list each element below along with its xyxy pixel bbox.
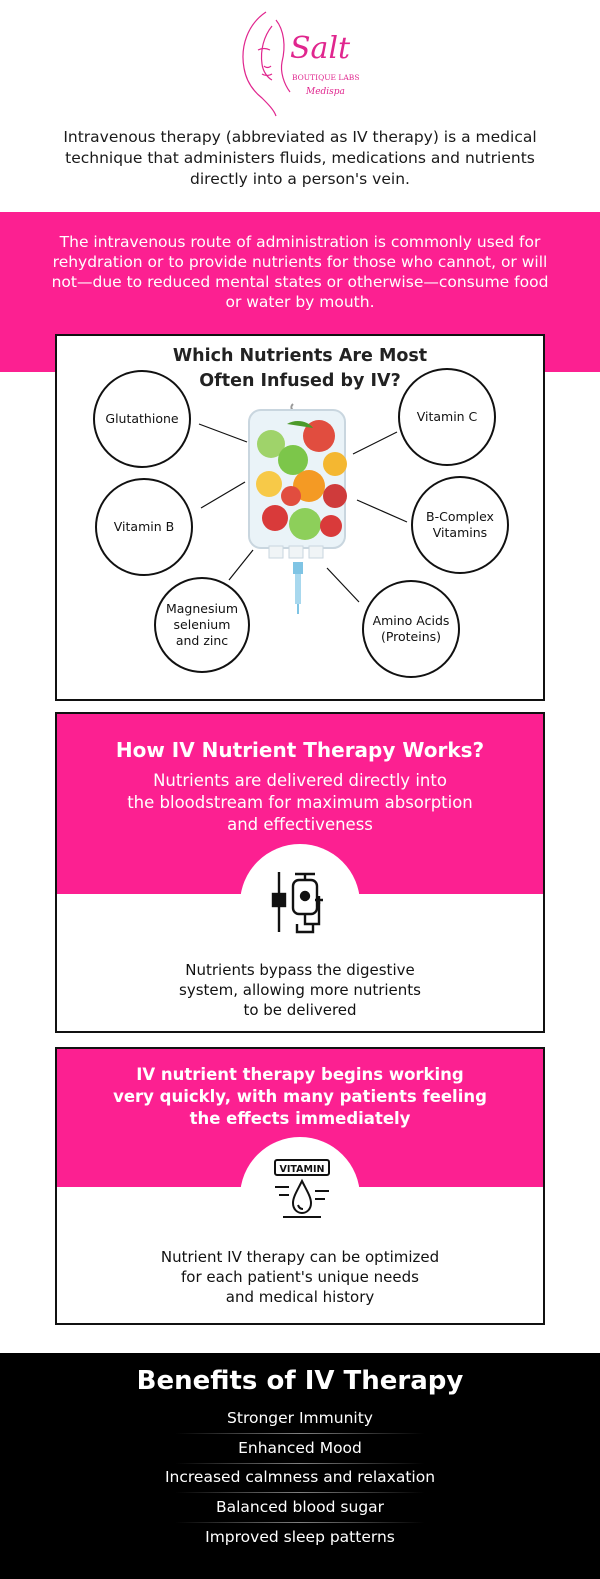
vitamin-drop-icon: VITAMIN (274, 1159, 330, 1218)
nutrients-panel: Which Nutrients Are Most Often Infused b… (55, 334, 545, 701)
nutrient-circle-vitamin-c: Vitamin C (398, 368, 496, 466)
how-it-works-panel: How IV Nutrient Therapy Works? Nutrients… (55, 712, 545, 1033)
how-body: Nutrients bypass the digestive system, a… (179, 961, 421, 1019)
nutrient-circle-vitamin-b: Vitamin B (95, 478, 193, 576)
benefit-item: Stronger Immunity (227, 1409, 373, 1427)
brand-logo: Salt BOUTIQUE LABS Medispa (242, 11, 359, 117)
iv-bag-illustration (198, 403, 408, 614)
nutrient-circle-amino-acids: Amino Acids(Proteins) (362, 580, 460, 678)
benefit-item: Improved sleep patterns (205, 1528, 395, 1546)
brand-name: Salt (290, 31, 351, 66)
nutrients-title: Which Nutrients Are Most Often Infused b… (172, 346, 428, 391)
band-text: The intravenous route of administration … (51, 233, 549, 311)
vitamin-icon-label: VITAMIN (280, 1164, 325, 1175)
intro-text: Intravenous therapy (abbreviated as IV t… (63, 128, 537, 188)
quick-results-panel: IV nutrient therapy begins working very … (55, 1047, 545, 1325)
how-title: How IV Nutrient Therapy Works? (115, 738, 485, 762)
quick-body: Nutrient IV therapy can be optimized for… (160, 1248, 440, 1306)
iv-drip-icon (271, 872, 323, 934)
how-subtitle: Nutrients are delivered directly into th… (127, 771, 473, 834)
quick-title: IV nutrient therapy begins working very … (113, 1065, 487, 1128)
benefits-section: Benefits of IV Therapy Stronger Immunity… (0, 1353, 600, 1579)
benefit-item: Enhanced Mood (238, 1439, 362, 1457)
brand-tag: Medispa (305, 87, 345, 97)
brand-sub: BOUTIQUE LABS (292, 73, 359, 82)
benefit-item: Increased calmness and relaxation (164, 1468, 436, 1486)
benefit-item: Balanced blood sugar (215, 1498, 385, 1516)
benefits-title: Benefits of IV Therapy (136, 1366, 464, 1396)
nutrient-circle-glutathione: Glutathione (93, 370, 191, 468)
